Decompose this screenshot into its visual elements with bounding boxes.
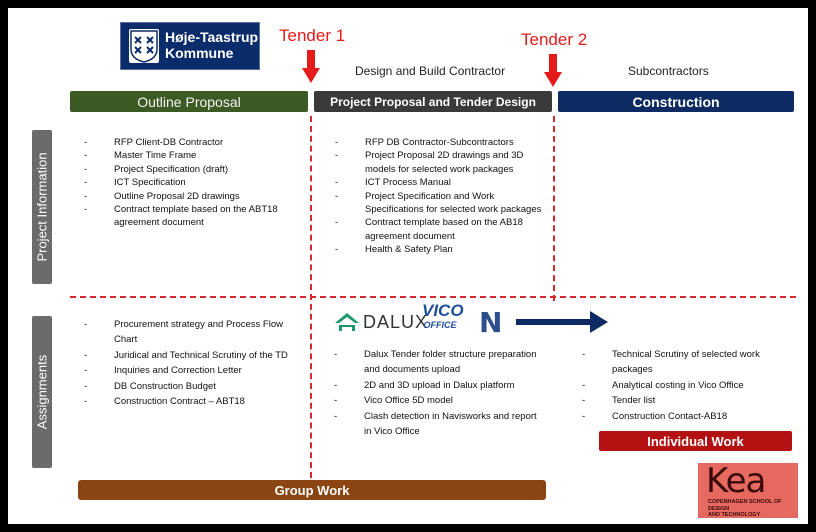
list-item: Contract template based on the ABT18 agr… (84, 203, 289, 230)
logo-line2: Kommune (165, 45, 234, 61)
list-item: Juridical and Technical Scrutiny of the … (84, 348, 296, 364)
dalux-logo: DALUX (334, 310, 428, 334)
list-item: Clash detection in Navisworks and report… (334, 409, 544, 440)
tender-1-arrow-icon (302, 50, 320, 83)
divider-vertical-right (553, 116, 555, 301)
assign-list-outline: Procurement strategy and Process Flow Ch… (84, 317, 296, 410)
info-list-outline: RFP Client-DB Contractor Master Time Fra… (84, 136, 289, 230)
crest-icon (129, 29, 159, 63)
list-item: ICT Process Manual (335, 176, 545, 190)
logo-line1: Høje-Taastrup (165, 29, 259, 45)
dalux-wordmark: DALUX (363, 311, 429, 332)
list-item: RFP Client-DB Contractor (84, 136, 289, 150)
kea-subtitle: COPENHAGEN SCHOOL OF DESIGN AND TECHNOLO… (708, 499, 798, 519)
list-item: Project Specification and Work Specifica… (335, 190, 545, 217)
list-item: DB Construction Budget (84, 379, 296, 395)
slide: Høje-Taastrup Kommune Tender 1 Tender 2 … (8, 8, 808, 524)
list-item: Vico Office 5D model (334, 393, 544, 409)
divider-horizontal (70, 296, 796, 298)
list-item: Construction Contract – ABT18 (84, 394, 296, 410)
phase-project-proposal: Project Proposal and Tender Design (314, 91, 552, 112)
side-label-assignments-text: Assignments (34, 354, 50, 430)
list-item: Technical Scrutiny of selected work pack… (582, 347, 797, 378)
info-list-project: RFP DB Contractor-Subcontractors Project… (335, 136, 545, 257)
list-item: Project Specification (draft) (84, 163, 289, 177)
office-wordmark: OFFICE (423, 320, 457, 330)
list-item: RFP DB Contractor-Subcontractors (335, 136, 545, 150)
list-item: 2D and 3D upload in Dalux platform (334, 378, 544, 394)
kea-wordmark: Kea (706, 461, 766, 501)
list-item: Master Time Frame (84, 149, 289, 163)
vico-office-logo: VICO OFFICE (422, 301, 464, 332)
list-item: Analytical costing in Vico Office (582, 378, 797, 394)
list-item: Construction Contact-AB18 (582, 409, 797, 425)
list-item: Inquiries and Correction Letter (84, 363, 296, 379)
side-label-project-information: Project Information (32, 130, 52, 284)
kea-subtitle-line2: AND TECHNOLOGY (708, 512, 761, 518)
list-item: Dalux Tender folder structure preparatio… (334, 347, 544, 378)
list-item: Project Proposal 2D drawings and 3D mode… (335, 149, 545, 176)
phase-outline-proposal: Outline Proposal (70, 91, 308, 112)
house-icon (335, 313, 359, 331)
group-work-label: Group Work (78, 480, 546, 500)
list-item: Tender list (582, 393, 797, 409)
tender-2-arrow-icon (544, 54, 562, 87)
blue-arrow-icon (516, 311, 608, 333)
list-item: Contract template based on the AB18 agre… (335, 216, 545, 243)
list-item: Outline Proposal 2D drawings (84, 190, 289, 204)
list-item: Procurement strategy and Process Flow Ch… (84, 317, 296, 348)
kea-logo: Kea COPENHAGEN SCHOOL OF DESIGN AND TECH… (698, 461, 798, 519)
kea-subtitle-line1: COPENHAGEN SCHOOL OF DESIGN (708, 499, 782, 512)
side-label-project-information-text: Project Information (34, 152, 50, 262)
phase-construction: Construction (558, 91, 794, 112)
list-item: Health & Safety Plan (335, 243, 545, 257)
header-subcontractors: Subcontractors (628, 64, 709, 78)
hoje-taastrup-logo: Høje-Taastrup Kommune (120, 22, 260, 70)
assign-list-project: Dalux Tender folder structure preparatio… (334, 347, 544, 439)
navisworks-logo: N (479, 306, 503, 339)
assign-list-construction: Technical Scrutiny of selected work pack… (582, 347, 797, 424)
header-db-contractor: Design and Build Contractor (355, 64, 506, 78)
vico-wordmark: VICO (422, 301, 464, 320)
tender-1-label: Tender 1 (279, 26, 346, 45)
side-label-assignments: Assignments (32, 316, 52, 468)
tender-2-label: Tender 2 (521, 30, 588, 49)
individual-work-label: Individual Work (599, 431, 792, 451)
list-item: ICT Specification (84, 176, 289, 190)
